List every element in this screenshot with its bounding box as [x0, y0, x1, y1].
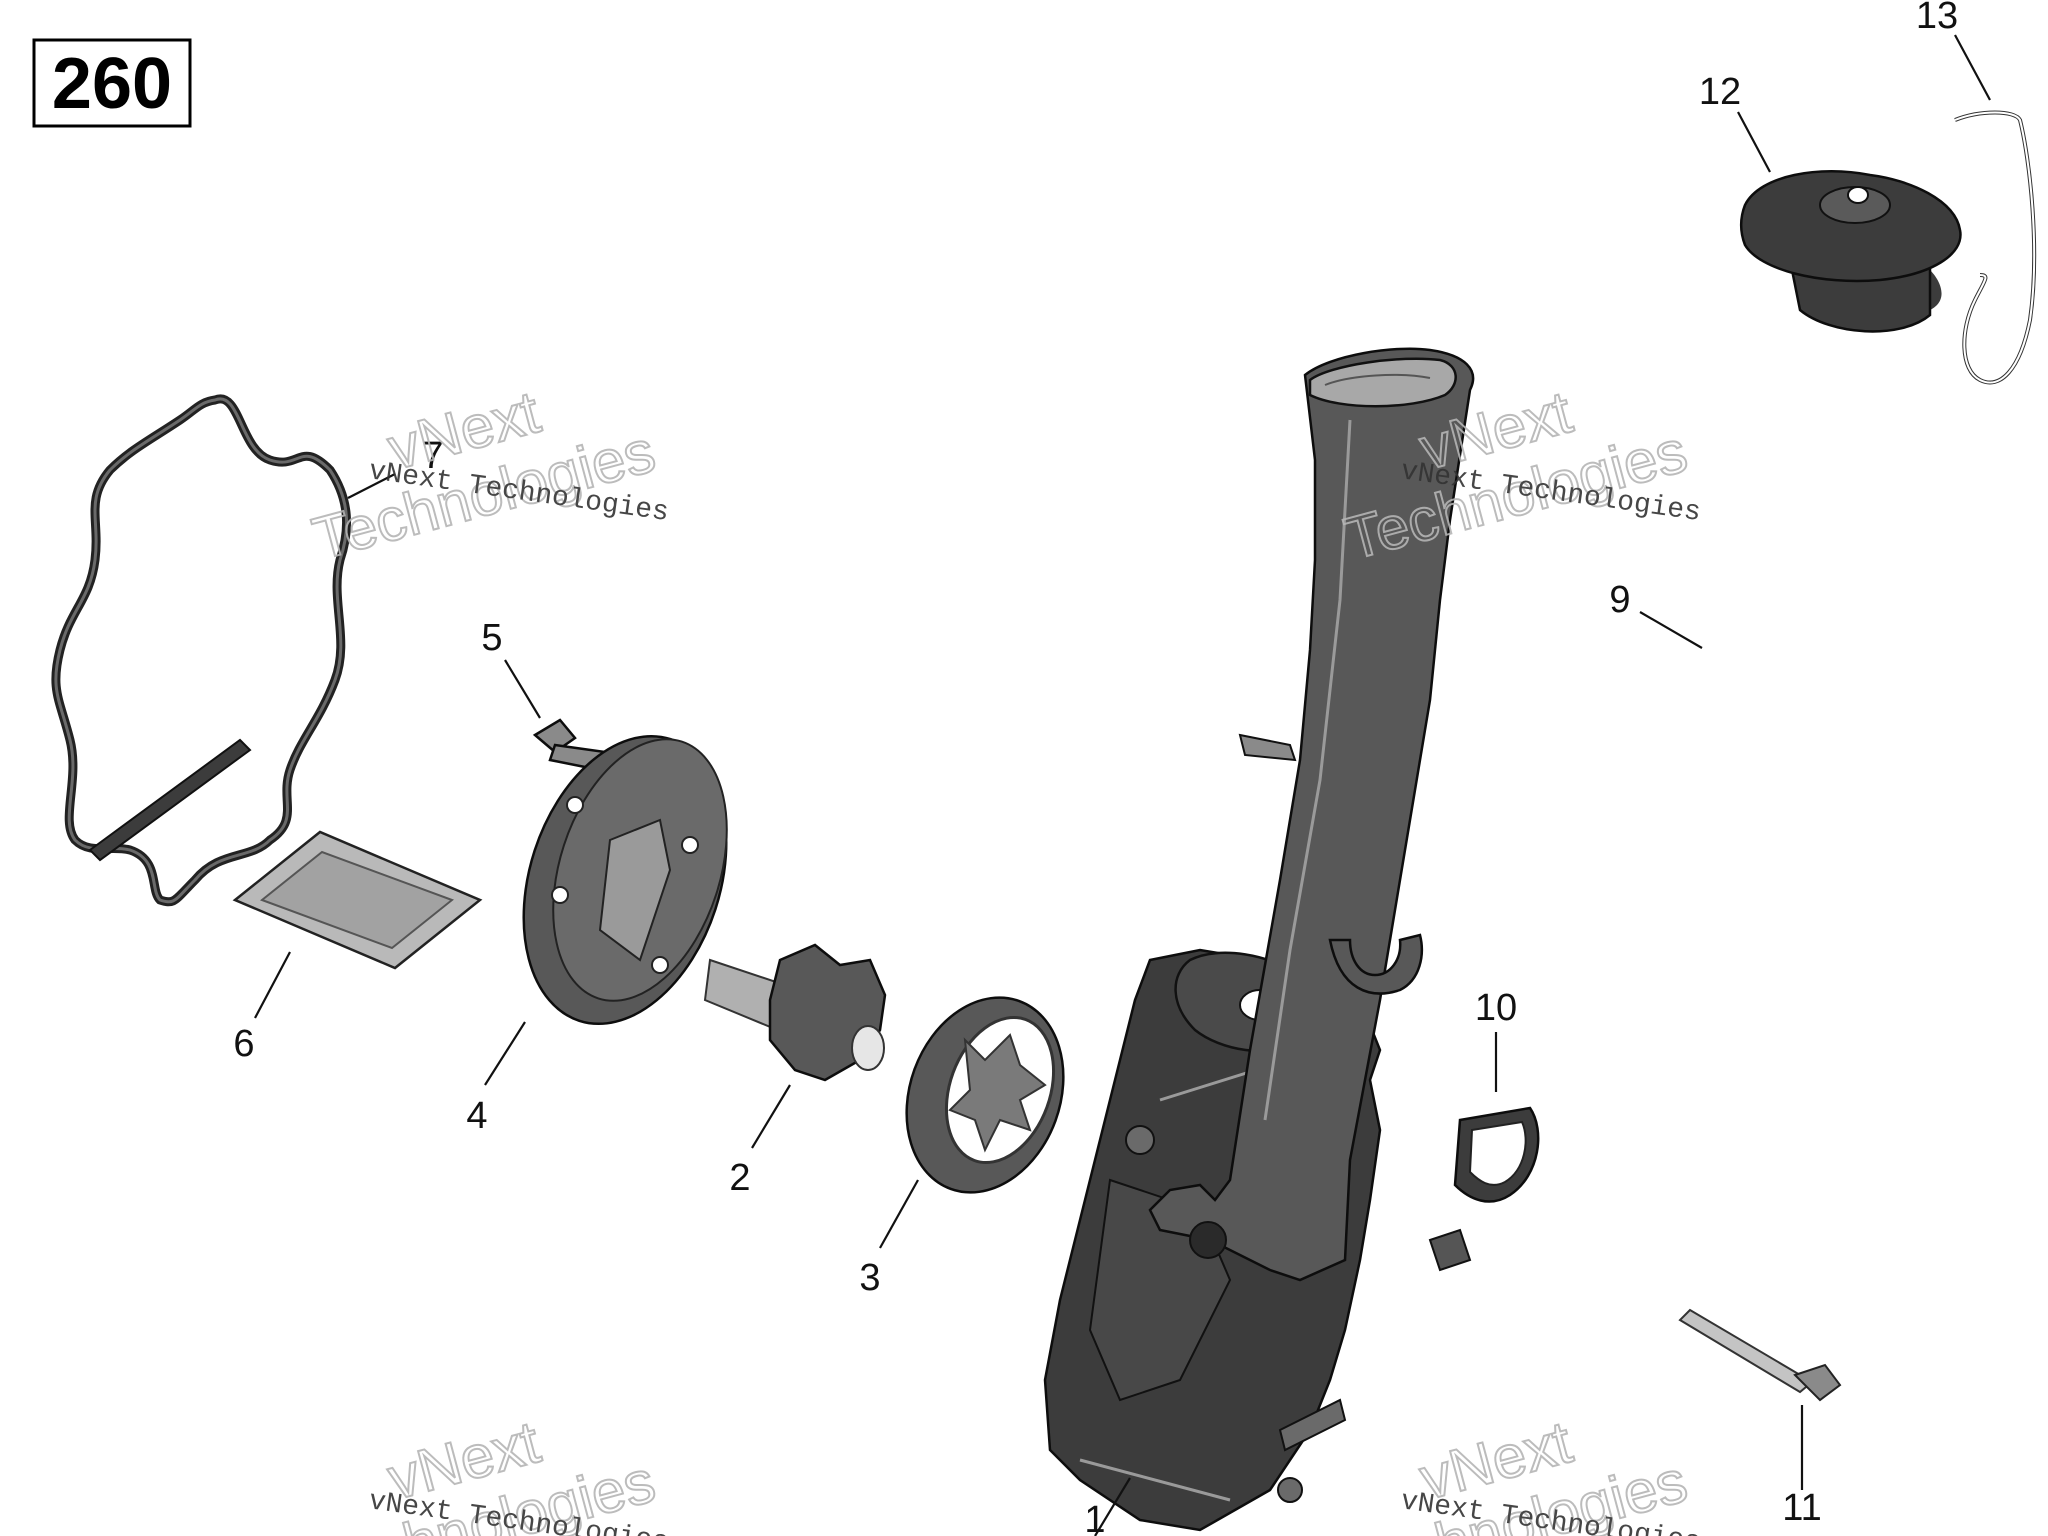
part-12-cap — [1740, 170, 1962, 333]
callout-3: 3 — [859, 1257, 880, 1299]
callout-10: 10 — [1475, 987, 1517, 1029]
callout-11: 11 — [1782, 1487, 1821, 1529]
part-3-outer-rotor — [905, 996, 1065, 1194]
watermark-top-left: vNext Technologies vNext Technologies — [305, 377, 671, 573]
callout-labels: 1 2 3 4 5 6 7 9 10 11 12 13 — [233, 0, 1958, 1536]
callout-7: 7 — [422, 435, 443, 477]
callout-6: 6 — [233, 1023, 254, 1065]
page-number-box: 260 — [32, 38, 192, 128]
part-13-tether — [1954, 110, 2037, 385]
leader-13 — [1954, 34, 1991, 101]
part-11-bolt — [1678, 1308, 1842, 1402]
leader-lines — [254, 34, 1991, 1536]
part-5-bolt — [532, 718, 612, 772]
callout-12: 12 — [1699, 71, 1741, 113]
callout-4: 4 — [466, 1095, 487, 1137]
callout-9: 9 — [1609, 579, 1630, 621]
leader-12 — [1737, 111, 1771, 173]
part-4-plate — [522, 734, 728, 1026]
leader-6 — [254, 951, 291, 1019]
page-number: 260 — [52, 44, 172, 124]
leader-4 — [484, 1021, 526, 1086]
part-6-screen — [232, 830, 483, 970]
leader-3 — [879, 1179, 919, 1249]
watermark-bottom-left: vNext Technologies vNext Technologies — [305, 1407, 671, 1536]
part-9-filler-tube — [1148, 347, 1475, 1282]
callout-5: 5 — [481, 617, 502, 659]
leader-9 — [1639, 611, 1703, 649]
leader-7 — [347, 473, 396, 499]
part-7-gasket — [51, 394, 352, 907]
leader-1 — [1094, 1477, 1131, 1536]
watermark-bottom-right: vNext Technologies vNext Technologies — [1337, 1407, 1703, 1536]
callout-13: 13 — [1916, 0, 1958, 37]
leader-5 — [504, 659, 541, 719]
leader-2 — [751, 1084, 791, 1149]
callout-1: 1 — [1084, 1499, 1105, 1536]
part-2-inner-rotor — [703, 943, 887, 1082]
callout-2: 2 — [729, 1157, 750, 1199]
part-10-seal — [1453, 1106, 1540, 1203]
